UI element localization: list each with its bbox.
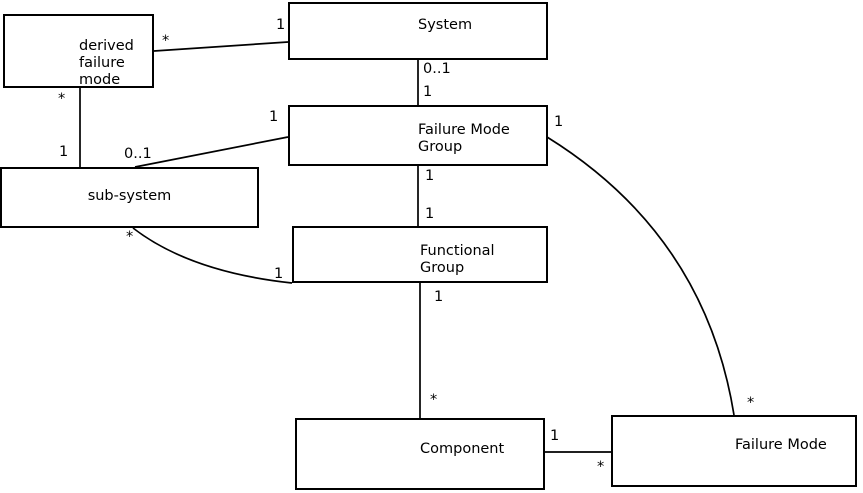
multiplicity-label-component-fm-star: *	[597, 459, 605, 475]
multiplicity-label-fg-component-star: *	[430, 392, 438, 408]
multiplicity-label-subsystem-fg-one: 1	[274, 266, 284, 282]
class-box-system: System	[288, 2, 548, 60]
class-box-derived-failure-mode: derived failure mode	[3, 14, 154, 88]
multiplicity-label-component-fm-one: 1	[550, 428, 560, 444]
class-label-failure-mode: Failure Mode	[735, 437, 827, 453]
multiplicity-label-dfm-subsystem-one: 1	[59, 144, 69, 160]
class-label-component: Component	[420, 441, 505, 457]
multiplicity-label-system-fmg-one: 1	[423, 84, 433, 100]
multiplicity-label-fg-component-one: 1	[434, 289, 444, 305]
multiplicity-label-fmg-fm-star: *	[747, 395, 755, 411]
class-label-failure-mode-group: Failure Mode Group	[418, 122, 510, 155]
relation-line-sub-system-failure-mode-group	[134, 136, 289, 168]
multiplicity-label-dfm-system-one: 1	[276, 17, 286, 33]
class-box-failure-mode-group: Failure Mode Group	[288, 105, 548, 166]
multiplicity-label-dfm-subsystem-star: *	[58, 91, 66, 107]
class-label-derived-failure-mode: derived failure mode	[79, 38, 134, 88]
class-label-functional-group: Functional Group	[420, 243, 495, 276]
multiplicity-label-subsystem-fmg-one: 1	[269, 109, 279, 125]
multiplicity-label-fmg-fg-one-bottom: 1	[425, 206, 435, 222]
class-box-functional-group: Functional Group	[292, 226, 548, 283]
class-box-component: Component	[295, 418, 545, 490]
multiplicity-label-fmg-fg-one-top: 1	[425, 168, 435, 184]
multiplicity-label-subsystem-fg-star: *	[126, 229, 134, 245]
multiplicity-label-system-fmg-zeroone: 0..1	[423, 61, 451, 77]
relation-line-derived-failure-mode-system	[153, 41, 289, 52]
class-label-system: System	[418, 17, 473, 33]
class-box-failure-mode: Failure Mode	[611, 415, 857, 487]
class-label-sub-system: sub-system	[87, 188, 172, 204]
multiplicity-label-subsystem-fmg-zeroone: 0..1	[124, 146, 152, 162]
relation-line-failure-mode-group-failure-mode	[546, 136, 735, 416]
relation-line-sub-system-functional-group	[132, 227, 293, 284]
class-box-sub-system: sub-system	[0, 167, 259, 228]
multiplicity-label-fmg-fm-one: 1	[554, 114, 564, 130]
multiplicity-label-dfm-system-star: *	[162, 33, 170, 49]
